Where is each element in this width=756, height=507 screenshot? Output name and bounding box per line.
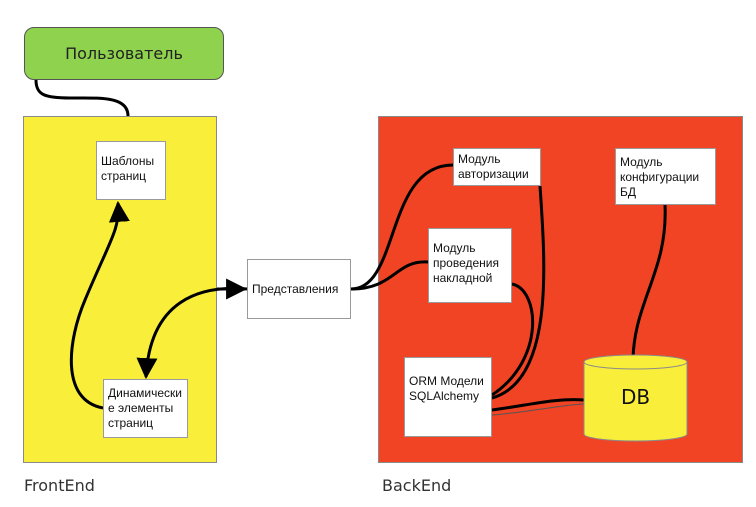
edge-dynamic-templates xyxy=(69,200,130,410)
edge-user-frontend xyxy=(34,79,130,117)
views-box: Представления xyxy=(247,259,351,319)
edge-views-invoice xyxy=(350,260,429,291)
dynamic-elements-box: Динамически е элементы страниц xyxy=(103,379,188,438)
orm-models-box: ORM Модели SQLAlchemy xyxy=(404,357,492,437)
frontend-label: FrontEnd xyxy=(24,476,95,495)
invoice-module-box: Модуль проведения накладной xyxy=(428,228,512,303)
db-cylinder xyxy=(583,354,688,442)
edge-auth-orm xyxy=(491,185,546,400)
page-templates-box: Шаблоны страниц xyxy=(96,141,166,200)
edge-dbconfig-db xyxy=(631,204,667,359)
user-node: Пользователь xyxy=(24,27,224,80)
edge-invoice-orm xyxy=(491,282,535,397)
backend-label: BackEnd xyxy=(382,476,452,495)
auth-module-box: Модуль авторизации xyxy=(453,148,541,186)
edge-views-dynamic xyxy=(136,286,248,380)
views-label: Представления xyxy=(252,281,339,296)
edge-orm-db-thin xyxy=(491,403,585,416)
edge-views-auth xyxy=(350,163,454,291)
edge-orm-db xyxy=(491,398,585,412)
db-config-module-box: Модуль конфигурации БД xyxy=(615,148,716,205)
db-label: DB xyxy=(620,385,651,409)
